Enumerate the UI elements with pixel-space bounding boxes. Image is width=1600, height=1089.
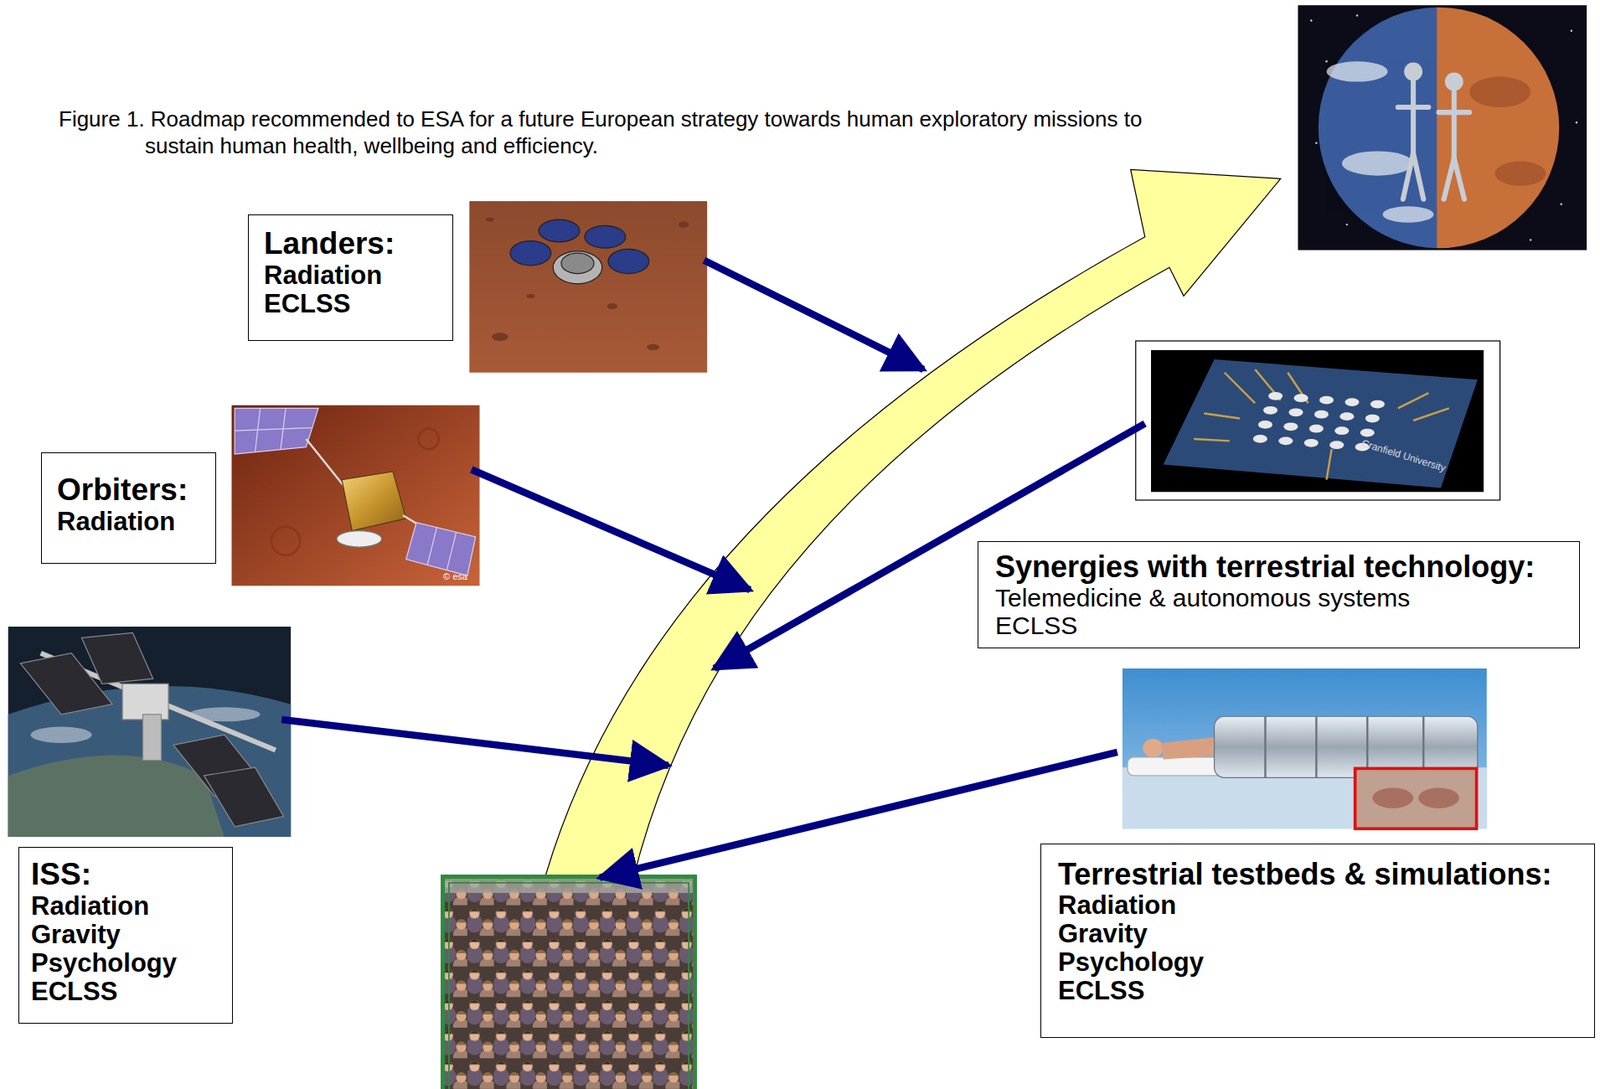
box-item: Radiation: [56, 507, 201, 537]
box-heading: ISS:: [30, 857, 221, 893]
figure-caption: Figure 1. Roadmap recommended to ESA for…: [58, 105, 1173, 160]
box-item: Radiation: [263, 261, 438, 290]
box-heading: Terrestrial testbeds & simulations:: [1058, 857, 1578, 892]
box-item: Psychology: [30, 949, 221, 978]
text-box: Landers:RadiationECLSS: [247, 214, 454, 341]
box-heading: Orbiters:: [56, 473, 201, 508]
box-item: ECLSS: [263, 289, 438, 319]
copyright-mark: © esa: [443, 571, 468, 582]
box-item: ECLSS: [1058, 976, 1578, 1006]
box-item: Telemedicine & autonomous systems: [995, 583, 1563, 612]
box-item: ECLSS: [30, 977, 221, 1007]
box-item: Gravity: [1058, 919, 1578, 949]
box-item: ECLSS: [995, 611, 1563, 640]
box-item: Psychology: [1058, 948, 1578, 977]
text-box: ISS:RadiationGravityPsychologyECLSS: [18, 846, 233, 1024]
text-box: Synergies with terrestrial technology:Te…: [977, 541, 1580, 649]
box-heading: Landers:: [263, 227, 438, 262]
text-box: Terrestrial testbeds & simulations:Radia…: [1040, 843, 1595, 1038]
box-item: Gravity: [30, 920, 221, 950]
text-box: Orbiters:Radiation: [41, 452, 217, 564]
box-item: Radiation: [30, 892, 221, 921]
box-heading: Synergies with terrestrial technology:: [995, 550, 1563, 584]
box-item: Radiation: [1058, 891, 1578, 920]
